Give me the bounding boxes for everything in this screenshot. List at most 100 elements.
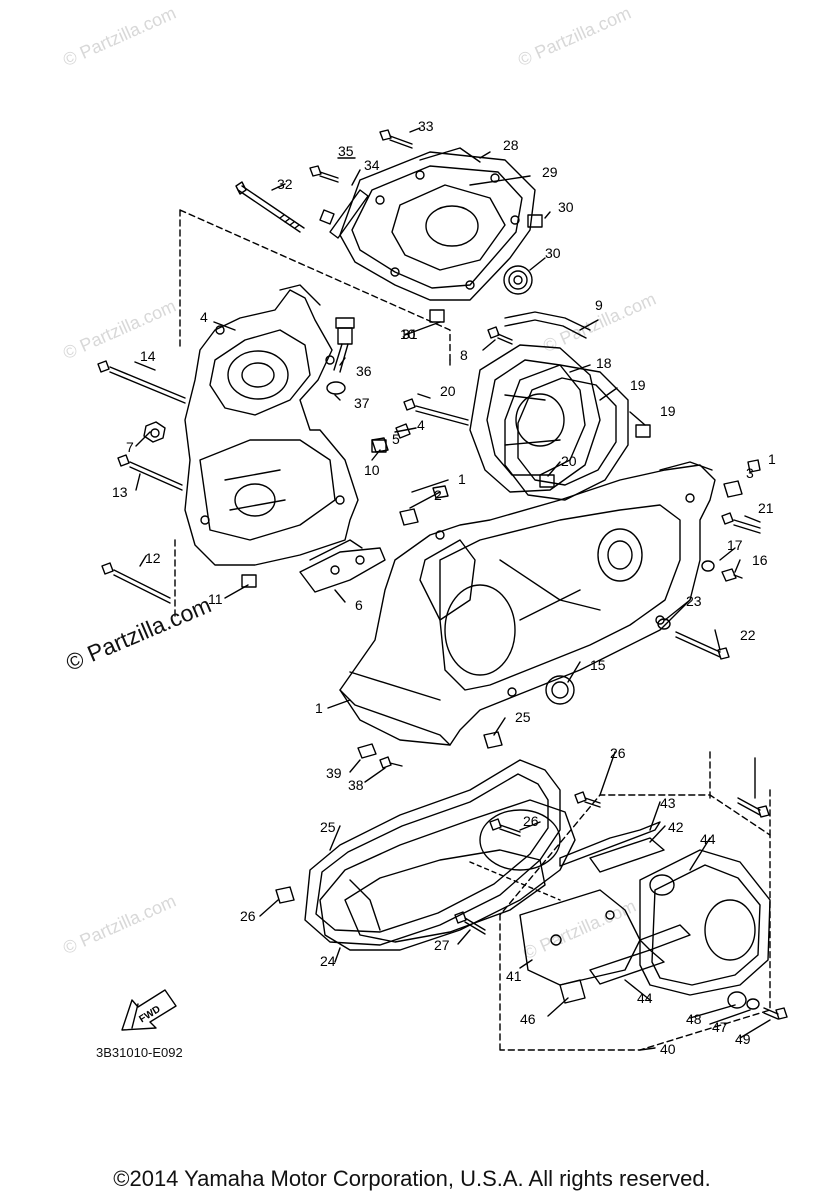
fwd-arrow-icon — [121, 989, 177, 1031]
callout: 4 — [200, 309, 208, 325]
bolt-15 — [721, 568, 743, 582]
washer-22 — [657, 618, 671, 630]
dowel-5 — [371, 437, 389, 453]
hose-9 — [504, 311, 591, 339]
callout: 27 — [434, 937, 450, 953]
bolt-12 — [117, 454, 183, 491]
gear-cover-17 — [469, 344, 601, 493]
bolt-8 — [487, 326, 513, 345]
assembly-outline-39 — [499, 794, 771, 1051]
callout: 30 — [545, 245, 561, 261]
callout: 35 — [338, 143, 354, 159]
callout: 10 — [400, 326, 416, 342]
pad-41 — [589, 837, 665, 873]
callout: 25 — [320, 819, 336, 835]
bolt-26 — [489, 818, 521, 837]
callout: 29 — [542, 164, 558, 180]
strip-44 — [639, 924, 691, 951]
callout: 41 — [506, 968, 522, 984]
bracket-6 — [299, 539, 386, 593]
callout: 15 — [590, 657, 606, 673]
plate-40 — [519, 889, 641, 986]
callout: 48 — [686, 1011, 702, 1027]
callout: 26 — [523, 813, 539, 829]
callout: 46 — [520, 1011, 536, 1027]
callout: 1 — [768, 451, 776, 467]
plate-38 — [357, 743, 377, 759]
callout: 33 — [418, 118, 434, 134]
callout: 36 — [356, 363, 372, 379]
callout: 25 — [515, 709, 531, 725]
bolt-21 — [675, 631, 730, 660]
gasket-24 — [304, 759, 561, 946]
callout: 11 — [208, 591, 223, 607]
callout: 13 — [112, 484, 128, 500]
callout: 38 — [348, 777, 364, 793]
bolt-20 — [403, 398, 469, 426]
bolt-32 — [379, 129, 413, 149]
washer-16 — [701, 560, 715, 572]
callout: 6 — [355, 597, 363, 613]
bracket-33 — [329, 189, 369, 239]
bolt-26 — [574, 791, 601, 808]
callout: 42 — [668, 819, 684, 835]
callout: 21 — [758, 500, 774, 516]
dowel-3 — [723, 480, 743, 498]
dowel-30 — [527, 214, 543, 228]
callout: 30 — [558, 199, 574, 215]
callout: 2 — [434, 487, 442, 503]
sensor-35 — [333, 317, 355, 373]
callout: 17 — [727, 537, 743, 553]
bolt-34 — [309, 165, 339, 183]
dowel-25 — [275, 886, 295, 904]
bolt-49 — [737, 797, 770, 818]
crankcase-main-1 — [339, 461, 716, 746]
dowel-10 — [241, 574, 257, 588]
callout: 40 — [660, 1041, 676, 1057]
seal-14 — [545, 675, 575, 705]
callout: 1 — [458, 471, 466, 487]
callout: 20 — [561, 453, 577, 469]
callout: 44 — [637, 990, 653, 1006]
callout: 44 — [700, 831, 716, 847]
bolt-26 — [454, 911, 486, 935]
outer-cover-43 — [639, 849, 771, 996]
callout: 23 — [686, 593, 702, 609]
callout-labels: 1 1 1 2 3 4 4 5 6 7 8 9 10 10 11 12 13 1… — [112, 118, 776, 1057]
strip-42 — [559, 821, 661, 867]
callout: 12 — [145, 550, 161, 566]
callout: 1 — [315, 700, 323, 716]
callout: 7 — [126, 439, 134, 455]
bearing-29 — [503, 265, 533, 295]
copyright-notice: ©2014 Yamaha Motor Corporation, U.S.A. A… — [113, 1166, 711, 1191]
dowel-25 — [483, 731, 503, 749]
callout: 28 — [503, 137, 519, 153]
collar-47 — [727, 991, 747, 1009]
callout: 22 — [740, 627, 756, 643]
crankcase-cover-right — [339, 147, 536, 301]
bolt-13 — [97, 360, 186, 404]
callout: 26 — [610, 745, 626, 761]
o-ring-36 — [326, 381, 346, 395]
bolt-48 — [763, 1007, 788, 1020]
callout: 9 — [595, 297, 603, 313]
crankcase-left — [184, 284, 359, 566]
callout: 31 — [402, 326, 418, 342]
dowel-30 — [429, 309, 445, 323]
callout: 20 — [440, 383, 456, 399]
callout: 49 — [735, 1031, 751, 1047]
dowel-2 — [399, 508, 419, 526]
callout: 19 — [630, 377, 646, 393]
callout: 47 — [712, 1019, 728, 1035]
callout: 19 — [660, 403, 676, 419]
callout: 26 — [240, 908, 256, 924]
bolt-37 — [379, 756, 403, 769]
callout: 4 — [417, 417, 425, 433]
washer-46 — [746, 998, 760, 1010]
strip-44 — [589, 949, 665, 985]
bolt-31 — [235, 181, 305, 233]
diagram-code: 3B31010-E092 — [96, 1045, 183, 1060]
callout: 3 — [746, 465, 754, 481]
callout: 37 — [354, 395, 370, 411]
